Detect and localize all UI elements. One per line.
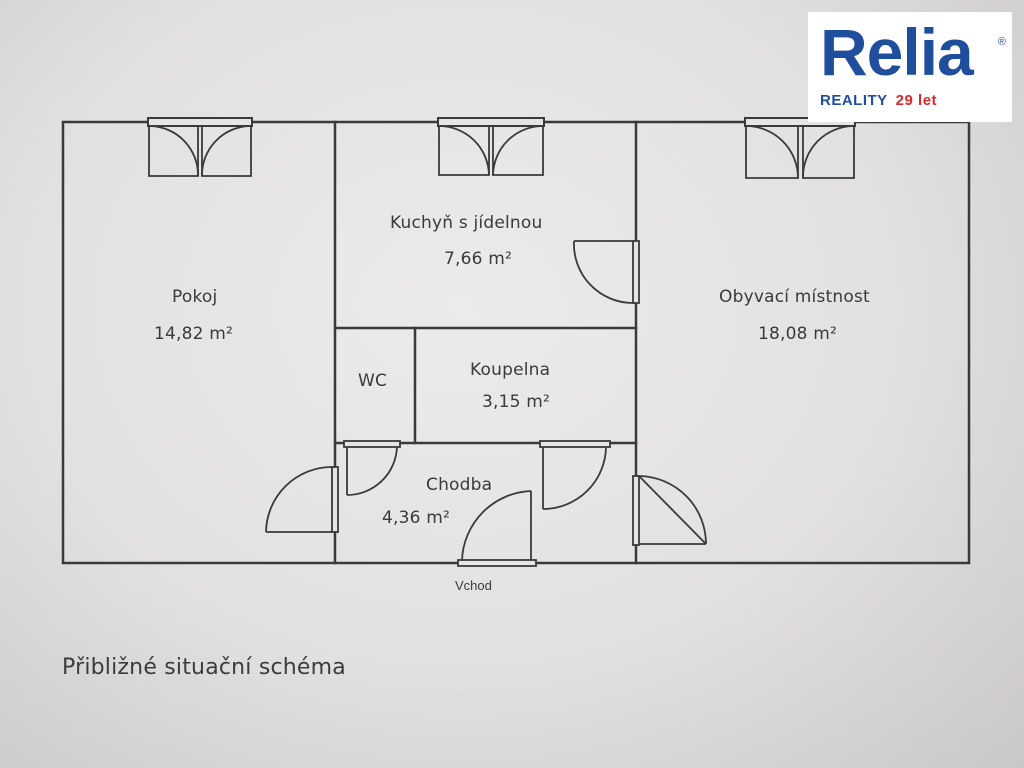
- room-kitchen-name: Kuchyň s jídelnou: [390, 213, 543, 233]
- window-sash-pokoj-right: [201, 126, 252, 177]
- window-living: [744, 117, 856, 127]
- relia-logo: Relia ® REALITY 29 let: [808, 12, 1012, 122]
- window-sash-living-left: [745, 126, 799, 179]
- door-entrance-swing: [461, 490, 532, 561]
- room-bath-name: Koupelna: [470, 360, 551, 380]
- window-sash-living-right: [802, 126, 855, 179]
- window-pokoj: [147, 117, 253, 127]
- room-living-area: 18,08 m²: [758, 324, 838, 344]
- logo-registered: ®: [997, 36, 1006, 48]
- logo-brand: Relia: [820, 15, 974, 89]
- door-wc-frame: [343, 440, 401, 448]
- door-wc-swing: [346, 446, 398, 496]
- logo-reality: REALITY: [820, 92, 888, 109]
- door-entrance-frame: [457, 559, 537, 567]
- room-wc-name: WC: [358, 371, 388, 391]
- logo-tagline: REALITY 29 let: [820, 92, 937, 109]
- room-pokoj-name: Pokoj: [172, 287, 218, 307]
- door-living-frame: [632, 475, 640, 546]
- door-living-swing: [638, 475, 707, 545]
- door-bath-frame: [539, 440, 611, 448]
- window-kitchen: [437, 117, 545, 127]
- door-living-leaf: [638, 475, 707, 545]
- plan-caption: Přibližné situační schéma: [62, 655, 346, 680]
- window-sash-kitchen-right: [492, 126, 544, 176]
- room-hall-area: 4,36 m²: [382, 508, 451, 528]
- door-bath-swing: [542, 446, 607, 510]
- door-kitchen-swing: [573, 240, 634, 304]
- room-living-name: Obyvací místnost: [719, 287, 870, 307]
- door-kitchen-frame: [632, 240, 640, 304]
- room-kitchen-area: 7,66 m²: [444, 249, 513, 269]
- room-hall-name: Chodba: [426, 475, 493, 495]
- window-sash-kitchen-left: [438, 126, 490, 176]
- window-sash-pokoj-left: [148, 126, 199, 177]
- entrance-label: Vchod: [455, 578, 492, 593]
- room-bath-area: 3,15 m²: [482, 392, 551, 412]
- logo-years: 29 let: [895, 92, 938, 109]
- door-pokoj-frame: [331, 466, 339, 533]
- room-pokoj-area: 14,82 m²: [154, 324, 234, 344]
- door-pokoj-swing: [265, 466, 333, 533]
